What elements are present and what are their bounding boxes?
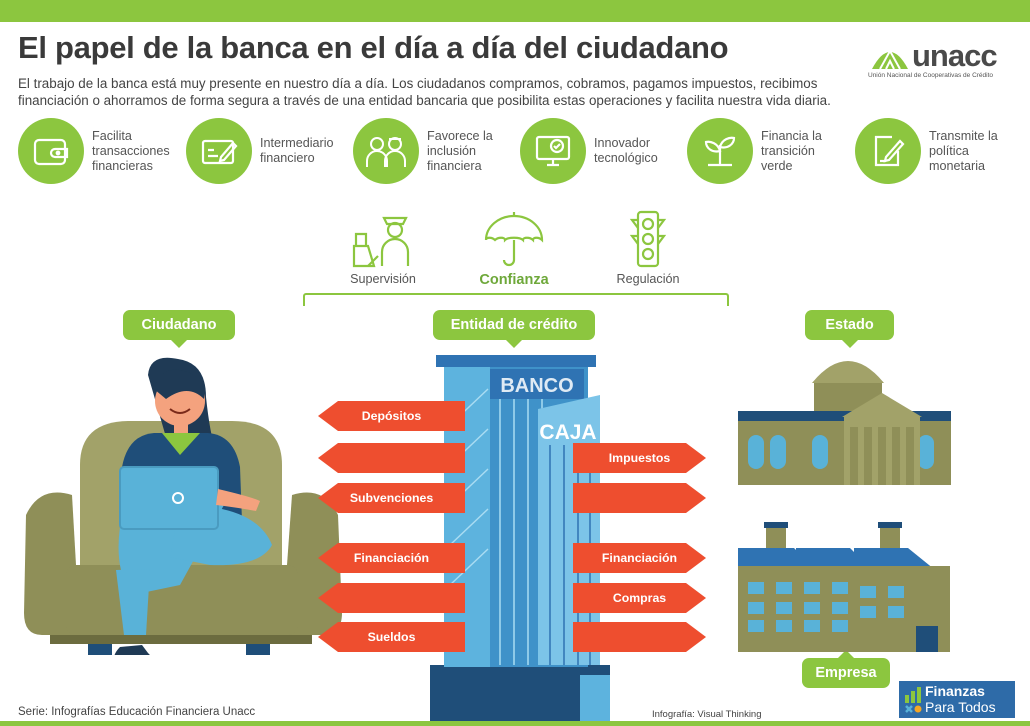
pen-document-icon xyxy=(855,118,921,184)
function-transactions: Facilita transacciones financieras xyxy=(18,118,177,184)
function-intermediary: Intermediario financiero xyxy=(186,118,345,184)
function-label: Intermediario financiero xyxy=(260,136,334,165)
bottom-accent-bar xyxy=(0,721,1030,726)
government-building-illustration xyxy=(738,361,951,485)
flow-arrow-blank xyxy=(573,483,706,513)
topic-label: Regulación xyxy=(616,272,680,286)
plant-icon xyxy=(687,118,753,184)
umbrella-icon xyxy=(484,212,544,267)
series-footer: Serie: Infografías Educación Financiera … xyxy=(18,706,256,718)
check-writing-icon xyxy=(186,118,252,184)
supervisor-icon xyxy=(352,216,410,268)
factory-illustration xyxy=(738,522,950,652)
tag-empresa: Empresa xyxy=(802,650,890,688)
topic-supervision: Supervisión xyxy=(343,208,423,286)
caja-label: CAJA xyxy=(539,421,596,444)
topic-label: Confianza xyxy=(479,272,549,288)
function-label: Favorece la inclusión financiera xyxy=(427,128,493,173)
flow-arrow-financiacion-right: Financiación xyxy=(573,543,706,573)
flow-arrow-blank xyxy=(318,583,465,613)
banco-label: BANCO xyxy=(500,375,573,397)
monitor-check-icon xyxy=(520,118,586,184)
finanzas-line2: Para Todos xyxy=(925,699,996,715)
intro-text: El trabajo de la banca está muy presente… xyxy=(18,75,838,109)
function-label: Innovador tecnológico xyxy=(594,136,658,165)
flow-arrow-financiacion-left: Financiación xyxy=(318,543,465,573)
topic-confianza: Confianza xyxy=(474,208,554,288)
finanzas-logo-mark xyxy=(905,687,922,713)
topic-regulation: Regulación xyxy=(608,208,688,286)
flow-arrow-subvenciones: Subvenciones xyxy=(318,483,465,513)
function-inclusion: Favorece la inclusión financiera xyxy=(353,118,512,184)
finanzas-line1: Finanzas xyxy=(925,683,985,699)
intro-line-2: financiación o ahorramos de forma segura… xyxy=(18,93,831,108)
logo-subtitle: Unión Nacional de Cooperativas de Crédit… xyxy=(868,72,994,79)
function-green: Financia la transición verde xyxy=(687,118,831,184)
function-label: Transmite la política monetaria xyxy=(929,128,998,173)
finanzas-para-todos-logo: Finanzas Para Todos xyxy=(899,681,1015,718)
topic-label: Supervisión xyxy=(350,272,416,286)
flow-arrow-compras: Compras xyxy=(573,583,706,613)
bank-building-illustration: BANCO CAJA xyxy=(430,355,610,725)
wallet-icon xyxy=(18,118,84,184)
flow-arrow-sueldos: Sueldos xyxy=(318,622,465,652)
function-label: Financia la transición verde xyxy=(761,128,822,173)
credit-footer: Infografía: Visual Thinking xyxy=(652,709,762,720)
page-title: El papel de la banca en el día a día del… xyxy=(18,30,729,65)
flow-arrow-blank xyxy=(318,443,465,473)
people-icon xyxy=(353,118,419,184)
function-innovation: Innovador tecnológico xyxy=(520,118,679,184)
tag-estado: Estado xyxy=(805,310,894,348)
logo-word: unacc xyxy=(912,38,998,73)
function-label: Facilita transacciones financieras xyxy=(92,128,170,173)
unacc-logo: unacc Unión Nacional de Cooperativas de … xyxy=(868,38,1018,83)
tag-entidad: Entidad de crédito xyxy=(433,310,595,348)
flow-arrow-impuestos: Impuestos xyxy=(573,443,706,473)
flow-arrow-blank xyxy=(573,622,706,652)
citizen-illustration xyxy=(24,357,342,655)
traffic-light-icon xyxy=(629,210,667,268)
intro-line-1: El trabajo de la banca está muy presente… xyxy=(18,76,818,91)
tag-ciudadano: Ciudadano xyxy=(123,310,235,348)
bracket-line xyxy=(303,293,729,306)
function-monetary: Transmite la política monetaria xyxy=(855,118,1004,184)
top-accent-bar xyxy=(0,0,1030,22)
flow-arrow-depositos: Depósitos xyxy=(318,401,465,431)
unacc-logo-mark xyxy=(872,48,908,70)
